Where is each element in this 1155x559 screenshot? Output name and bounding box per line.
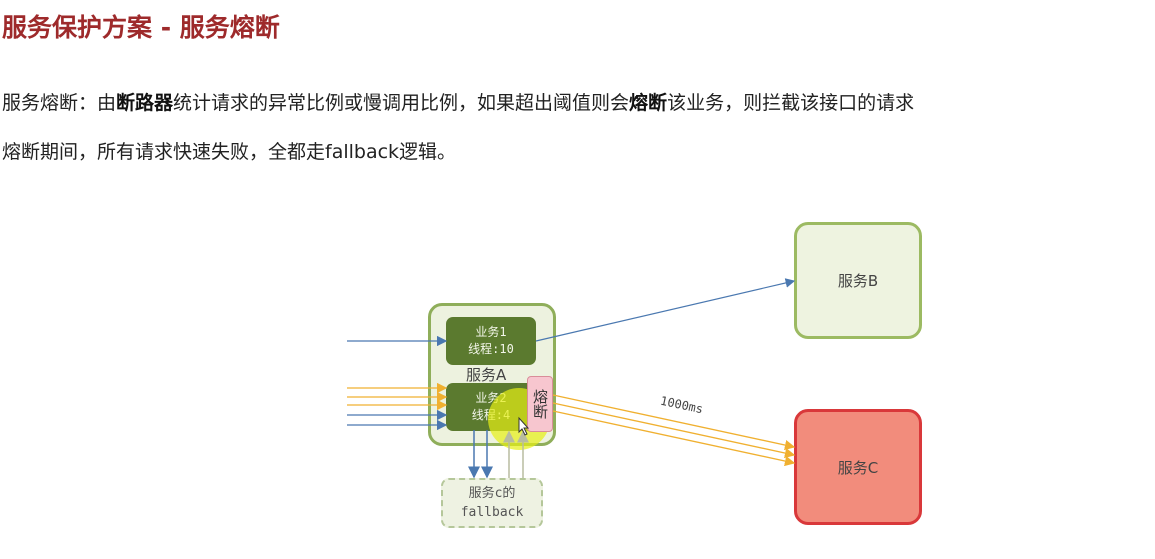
call-service-c-arrow (552, 410, 796, 467)
bold-term-circuit-breaker: 断路器 (116, 92, 174, 114)
business-1-box: 业务1 线程:10 (446, 317, 536, 365)
call-service-c-arrow (552, 394, 796, 451)
service-b-label: 服务B (837, 272, 879, 290)
text: 服务熔断：由 (2, 92, 117, 114)
fallback-box: 服务c的 fallback (441, 478, 543, 528)
description-line-2: 熔断期间，所有请求快速失败，全都走fallback逻辑。 (2, 141, 457, 163)
fallback-line-2: fallback (460, 505, 524, 520)
service-b-box: 服务B (794, 222, 922, 339)
call-service-b-arrow (535, 278, 796, 342)
text: 该业务，则拦截该接口的请求 (667, 92, 915, 114)
business-1-name: 业务1 (475, 325, 507, 339)
bold-term-fuse: 熔断 (629, 92, 668, 114)
service-a-label: 服务A (466, 366, 507, 384)
business-1-threads: 线程:10 (468, 342, 514, 356)
call-service-c-arrow (552, 402, 796, 459)
circuit-breaker-box: 熔断 (527, 376, 553, 432)
service-c-box: 服务C (794, 409, 922, 525)
page-title: 服务保护方案 - 服务熔断 (2, 13, 280, 42)
mouse-cursor-icon (518, 416, 530, 436)
description-line-1: 服务熔断：由断路器统计请求的异常比例或慢调用比例，如果超出阈值则会熔断该业务，则… (2, 88, 914, 115)
service-c-label: 服务C (837, 458, 879, 477)
fallback-line-1: 服务c的 (468, 486, 516, 501)
text: 统计请求的异常比例或慢调用比例，如果超出阈值则会 (173, 92, 630, 114)
